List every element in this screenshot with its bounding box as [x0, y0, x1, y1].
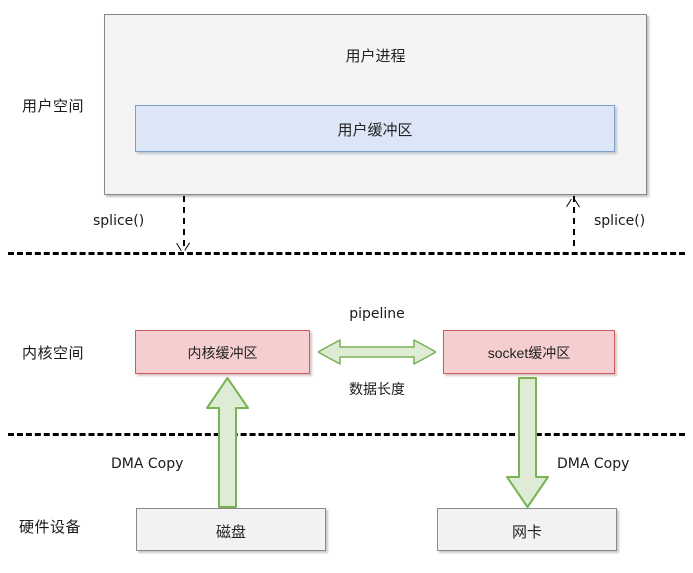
dma-copy-down-arrow-icon — [506, 377, 549, 508]
network-card-label: 网卡 — [511, 524, 542, 541]
splice-arrow-down-line — [183, 196, 185, 246]
divider-kernel-hardware — [8, 433, 685, 436]
dma-copy-label-left: DMA Copy — [111, 456, 184, 472]
user-buffer-box: 用户缓冲区 — [135, 105, 615, 152]
zone-label-user-space: 用户空间 — [22, 98, 85, 115]
socket-buffer-label: socket缓冲区 — [487, 345, 571, 361]
user-process-label: 用户进程 — [345, 48, 406, 65]
pipeline-label: pipeline — [349, 306, 405, 322]
kernel-buffer-label: 内核缓冲区 — [187, 345, 258, 361]
data-length-label: 数据长度 — [349, 381, 405, 397]
dma-copy-label-right: DMA Copy — [557, 456, 630, 472]
user-buffer-label: 用户缓冲区 — [337, 122, 413, 139]
splice-label-left: splice() — [93, 213, 145, 229]
arrow-down-icon — [177, 243, 190, 254]
socket-buffer-box: socket缓冲区 — [443, 330, 615, 374]
arrow-up-icon — [567, 196, 580, 207]
pipeline-double-arrow-icon — [318, 339, 436, 365]
zone-label-kernel-space: 内核空间 — [22, 345, 85, 362]
disk-box: 磁盘 — [136, 508, 326, 551]
network-card-box: 网卡 — [437, 508, 617, 551]
splice-arrow-up-line — [573, 196, 575, 246]
zone-label-hardware: 硬件设备 — [19, 519, 82, 536]
user-process-box: 用户进程 — [104, 14, 647, 195]
kernel-buffer-box: 内核缓冲区 — [135, 330, 310, 374]
dma-copy-up-arrow-icon — [206, 377, 249, 508]
disk-label: 磁盘 — [215, 524, 246, 541]
divider-user-kernel — [8, 252, 685, 255]
splice-label-right: splice() — [594, 213, 646, 229]
